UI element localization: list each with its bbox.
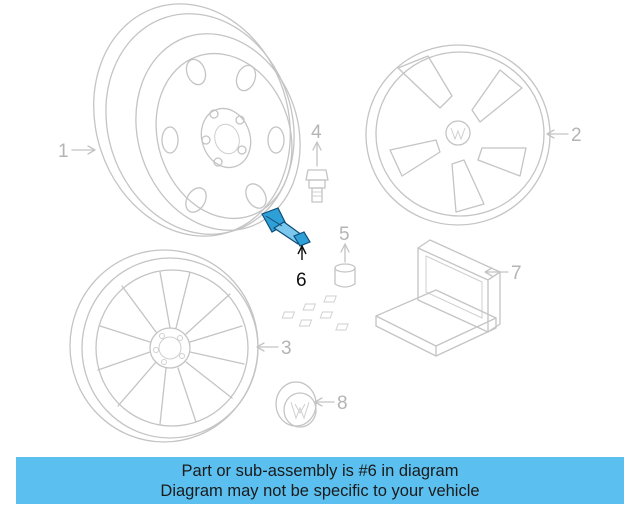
tpms-valve-stem-illustration[interactable] bbox=[262, 208, 310, 260]
banner-line-2: Diagram may not be specific to your vehi… bbox=[160, 481, 479, 501]
callout-8[interactable]: 8 bbox=[337, 393, 348, 414]
wheel-cover-illustration[interactable] bbox=[366, 45, 550, 225]
callout-4[interactable]: 4 bbox=[311, 122, 322, 143]
callout-3[interactable]: 3 bbox=[281, 338, 292, 359]
callout-2[interactable]: 2 bbox=[571, 125, 582, 146]
callout-5[interactable]: 5 bbox=[339, 224, 350, 245]
info-banner: Part or sub-assembly is #6 in diagram Di… bbox=[16, 457, 624, 504]
callout-1[interactable]: 1 bbox=[58, 141, 69, 162]
wheel-bolt-illustration[interactable] bbox=[306, 142, 328, 202]
callout-6[interactable]: 6 bbox=[296, 270, 307, 291]
callout-7[interactable]: 7 bbox=[511, 263, 522, 284]
center-cap-illustration[interactable] bbox=[276, 382, 316, 427]
parts-diagram: 1 2 3 4 5 6 7 8 bbox=[0, 0, 640, 455]
wheel-lock-kit-illustration[interactable] bbox=[282, 240, 500, 356]
lug-cap-illustration[interactable] bbox=[335, 244, 355, 287]
leader-lines bbox=[72, 130, 568, 406]
banner-line-1: Part or sub-assembly is #6 in diagram bbox=[182, 461, 459, 481]
alloy-wheel-illustration[interactable] bbox=[70, 250, 258, 442]
